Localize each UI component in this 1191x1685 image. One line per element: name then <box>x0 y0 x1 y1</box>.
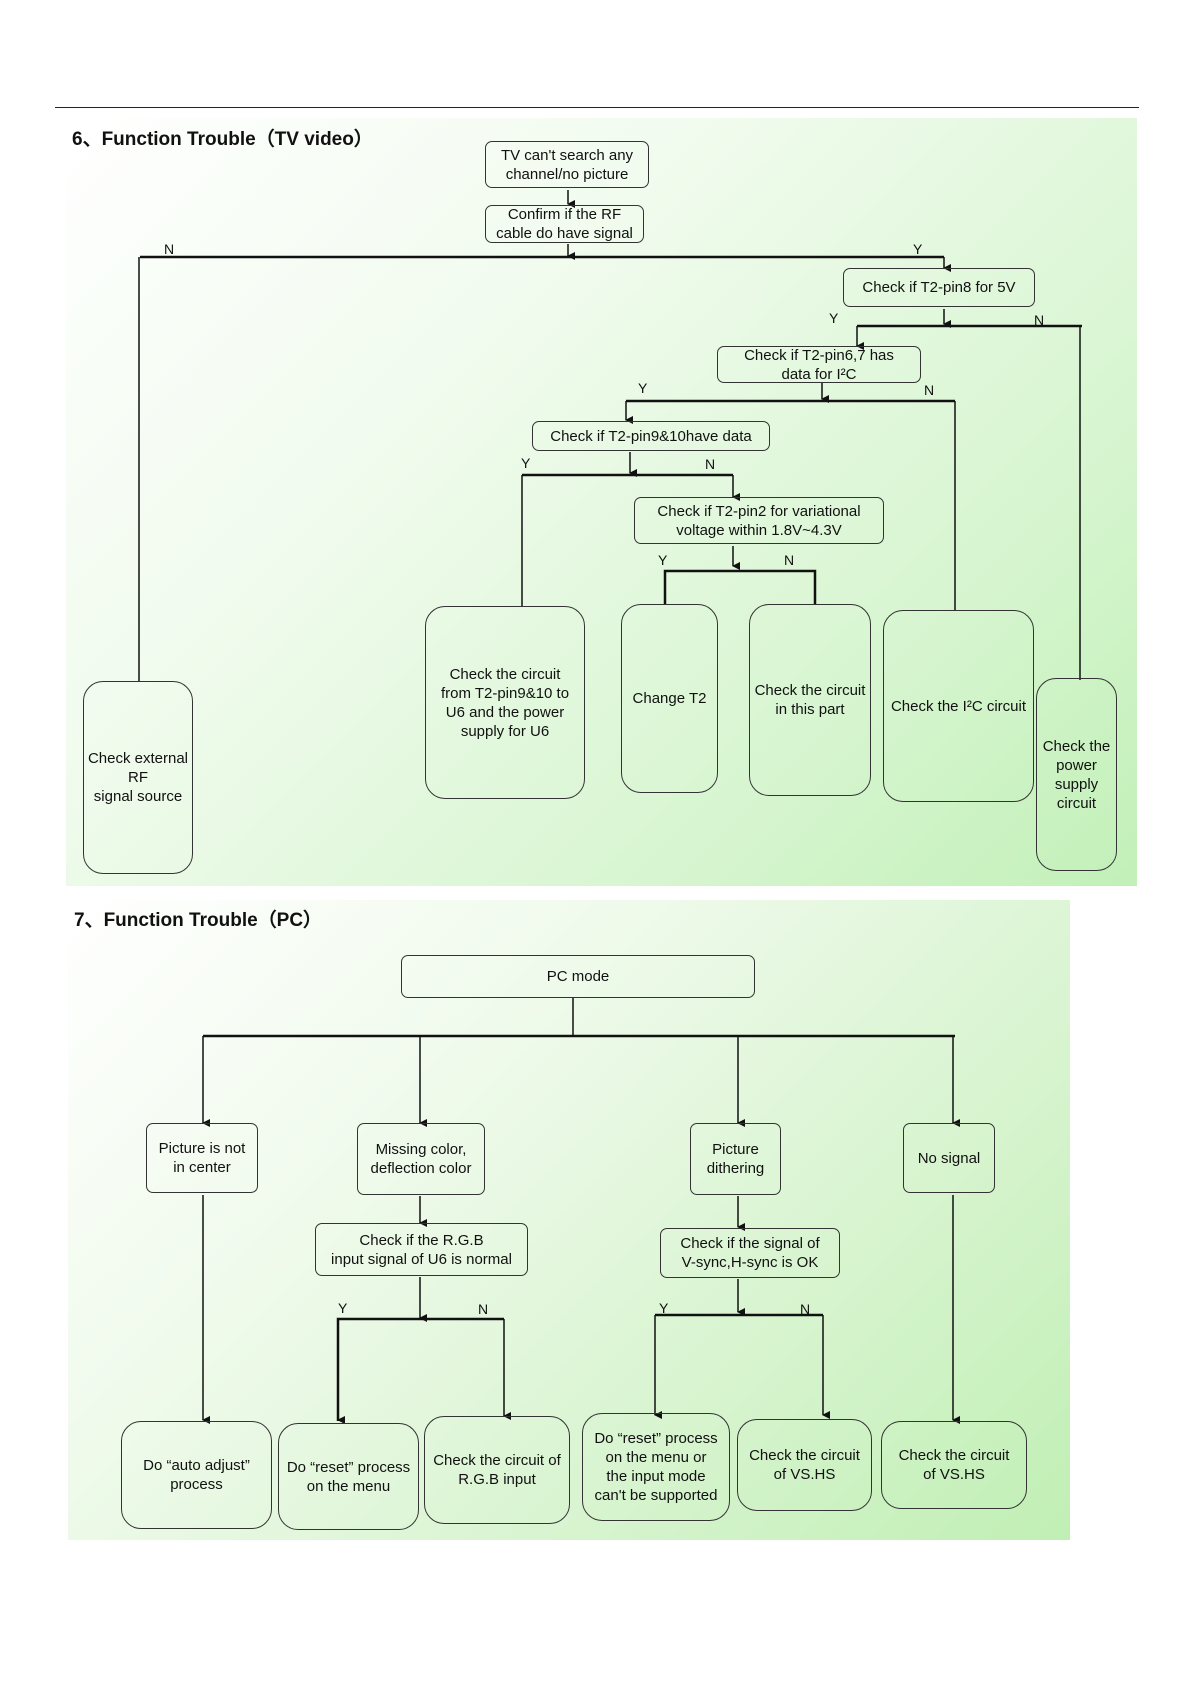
result-vshs-circuit-box-2: Check the circuit of VS.HS <box>881 1421 1027 1509</box>
result-reset-menu-box: Do “reset” process on the menu <box>278 1423 419 1530</box>
confirm-rf-signal-box: Confirm if the RF cable do have signal <box>485 205 644 243</box>
symptom-not-in-center-box: Picture is not in center <box>146 1123 258 1193</box>
result-circuit-this-part-box: Check the circuit in this part <box>749 604 871 796</box>
result-i2c-circuit-box: Check the I²C circuit <box>883 610 1034 802</box>
label-n-pin67: N <box>924 382 935 398</box>
check-vsync-hsync-box: Check if the signal of V-sync,H-sync is … <box>660 1228 840 1278</box>
label-n-vsync: N <box>800 1301 811 1317</box>
symptom-dithering-box: Picture dithering <box>690 1123 781 1195</box>
label-y-pin8: Y <box>829 310 839 326</box>
section-heading-pc: 7、Function Trouble（PC） <box>74 910 323 931</box>
top-rule <box>55 107 1139 108</box>
result-power-supply-box: Check the power supply circuit <box>1036 678 1117 871</box>
check-t2-pin8-box: Check if T2-pin8 for 5V <box>843 268 1035 307</box>
check-t2-pin2-box: Check if T2-pin2 for variational voltage… <box>634 497 884 544</box>
result-auto-adjust-box: Do “auto adjust” process <box>121 1421 272 1529</box>
label-y-pin2: Y <box>658 552 668 568</box>
start-pc-mode-box: PC mode <box>401 955 755 998</box>
start-tv-no-picture-box: TV can't search any channel/no picture <box>485 141 649 188</box>
result-vshs-circuit-box-1: Check the circuit of VS.HS <box>737 1419 872 1511</box>
label-y-rgb: Y <box>338 1300 348 1316</box>
label-y-rf: Y <box>913 241 923 257</box>
label-y-pin67: Y <box>638 380 648 396</box>
result-reset-or-unsupported-box: Do “reset” process on the menu or the in… <box>582 1413 730 1521</box>
result-change-t2-box: Change T2 <box>621 604 718 793</box>
result-circuit-u6-box: Check the circuit from T2-pin9&10 to U6 … <box>425 606 585 799</box>
symptom-no-signal-box: No signal <box>903 1123 995 1193</box>
label-n-pin910: N <box>705 456 716 472</box>
symptom-missing-color-box: Missing color, deflection color <box>357 1123 485 1195</box>
check-t2-pin67-box: Check if T2-pin6,7 has data for I²C <box>717 346 921 383</box>
label-n-pin2: N <box>784 552 795 568</box>
section-heading-tv-video: 6、Function Trouble（TV video） <box>72 129 373 150</box>
tv-video-diagram-panel <box>66 118 1137 886</box>
label-y-pin910: Y <box>521 455 531 471</box>
check-t2-pin910-box: Check if T2-pin9&10have data <box>532 421 770 451</box>
label-n-rf: N <box>164 241 175 257</box>
check-rgb-input-box: Check if the R.G.B input signal of U6 is… <box>315 1223 528 1276</box>
result-external-rf-box: Check external RF signal source <box>83 681 193 874</box>
label-n-pin8: N <box>1034 312 1045 328</box>
label-n-rgb: N <box>478 1301 489 1317</box>
result-rgb-input-circuit-box: Check the circuit of R.G.B input <box>424 1416 570 1524</box>
label-y-vsync: Y <box>659 1300 669 1316</box>
